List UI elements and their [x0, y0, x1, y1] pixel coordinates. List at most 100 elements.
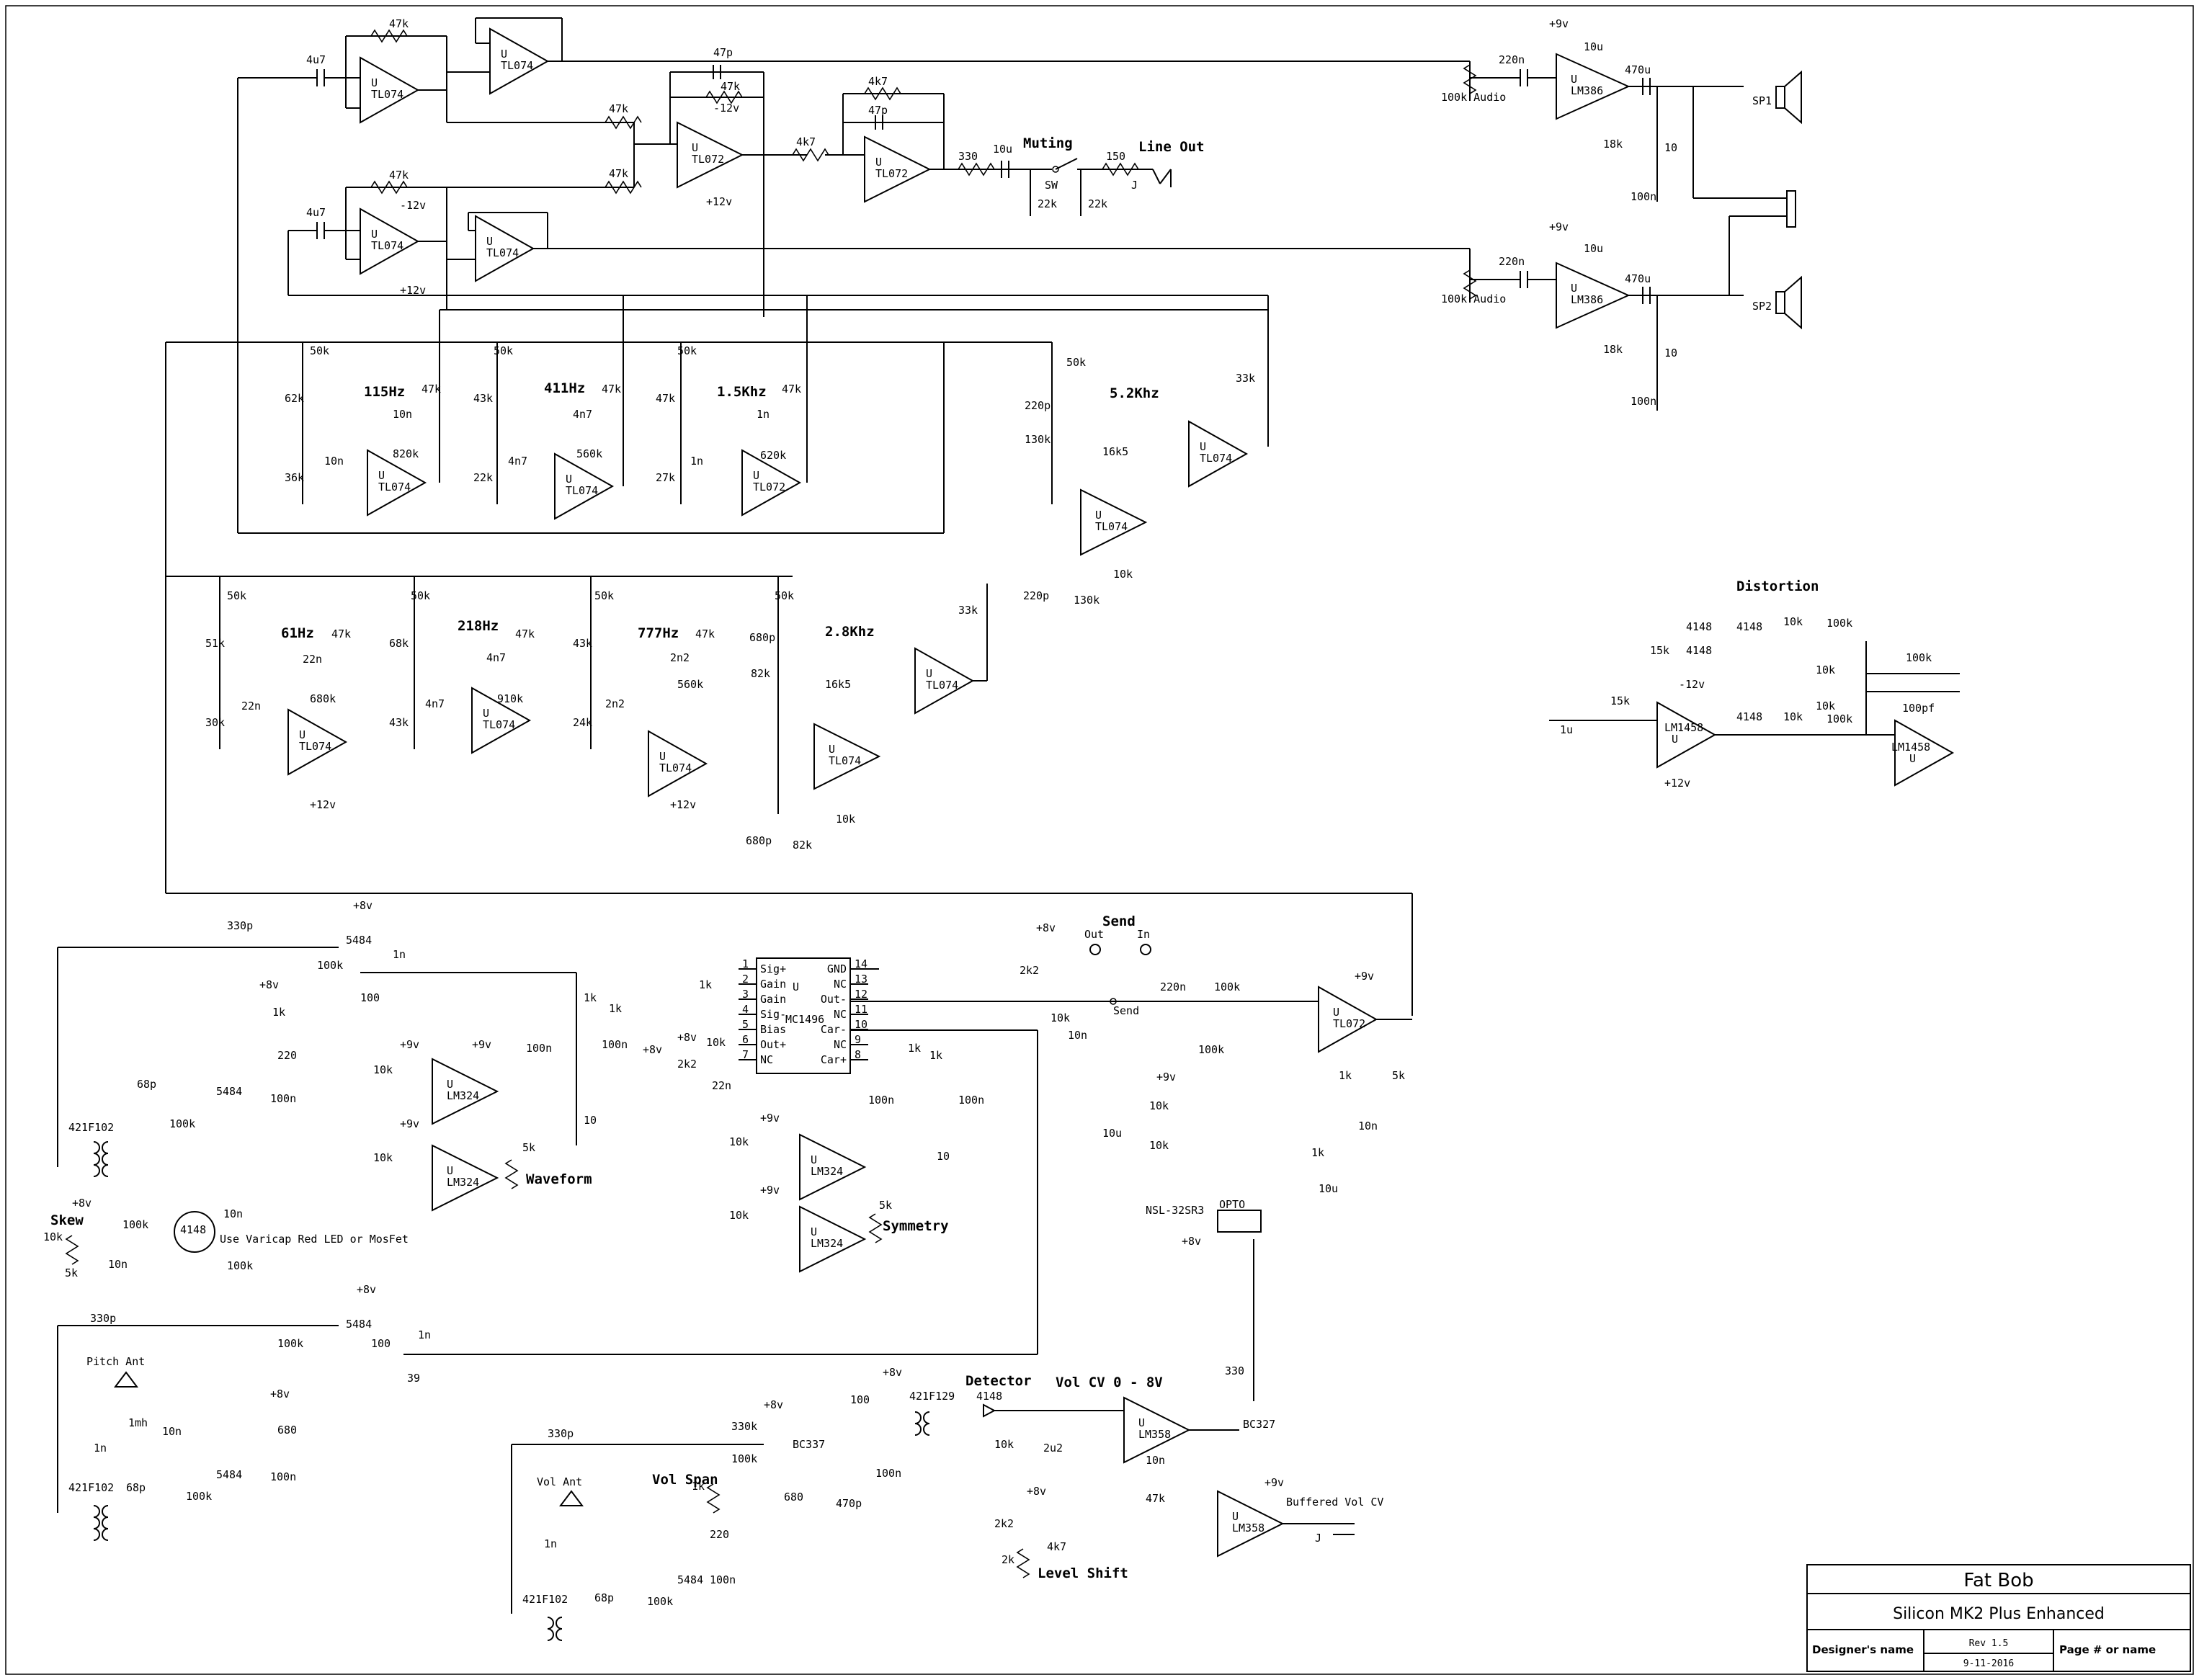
mc1496-pin-number: 8 [855, 1048, 861, 1061]
transformer [547, 1617, 563, 1641]
svg-text:22k: 22k [1038, 197, 1057, 210]
svg-text:+9v: +9v [1549, 17, 1569, 30]
mc1496-pin-label: Gain [760, 978, 786, 991]
svg-text:10: 10 [1664, 141, 1677, 154]
waveform-pot[interactable] [504, 1159, 519, 1189]
resistor [370, 180, 408, 195]
svg-text:10u: 10u [1319, 1182, 1338, 1195]
svg-text:TL074: TL074 [483, 718, 515, 731]
line-out-label: Line Out [1138, 139, 1205, 155]
filter-bank-row2: 61Hz 50k 51k 30k U TL074 22n 22n 680k 47… [166, 576, 988, 852]
svg-text:100k: 100k [122, 1218, 148, 1231]
svg-text:U: U [566, 473, 572, 486]
opamp-tl074 [360, 56, 420, 124]
svg-text:LM386: LM386 [1571, 293, 1603, 306]
svg-text:U: U [829, 743, 835, 756]
vol-span-pot[interactable] [706, 1483, 721, 1514]
svg-text:U: U [447, 1164, 453, 1177]
page-label: Page # or name [2059, 1643, 2156, 1656]
svg-text:22k: 22k [473, 471, 493, 484]
opamp-tl074 [287, 708, 348, 776]
svg-text:68p: 68p [126, 1481, 146, 1494]
svg-text:4148: 4148 [1686, 620, 1712, 633]
svg-text:50k: 50k [494, 344, 513, 357]
svg-text:150: 150 [1106, 150, 1125, 163]
speaker-sp1 [1775, 86, 1785, 109]
mc1496-pin-number: 1 [742, 957, 749, 970]
svg-text:+8v: +8v [1182, 1235, 1201, 1248]
svg-text:50k: 50k [775, 589, 794, 602]
svg-text:560k: 560k [677, 678, 703, 691]
svg-text:U: U [1333, 1006, 1339, 1019]
designer-label: Designer's name [1812, 1643, 1914, 1656]
filter-bank-row1: 115Hz 50k 62k 36k U TL074 10n 10n 820k 4… [165, 295, 1269, 893]
svg-text:U: U [447, 1078, 453, 1091]
svg-text:10n: 10n [324, 455, 344, 468]
svg-text:15k: 15k [1650, 644, 1669, 657]
svg-text:27k: 27k [656, 471, 675, 484]
volume-pot[interactable] [1463, 269, 1477, 300]
mc1496-pin-number: 5 [742, 1018, 749, 1031]
send-in-jack[interactable] [1140, 944, 1151, 955]
symmetry-pot[interactable] [868, 1213, 883, 1243]
svg-text:2n2: 2n2 [605, 697, 625, 710]
svg-text:620k: 620k [760, 449, 786, 462]
opto-coupler [1217, 1210, 1262, 1233]
svg-text:100n: 100n [958, 1094, 984, 1107]
svg-text:47k: 47k [695, 627, 715, 640]
svg-text:U: U [1909, 752, 1916, 765]
opamp-lm386 [1556, 53, 1631, 120]
svg-text:10k: 10k [836, 813, 855, 826]
svg-text:4n7: 4n7 [425, 697, 445, 710]
svg-text:+9v: +9v [760, 1112, 780, 1125]
cap-label: 4u7 [306, 53, 326, 66]
svg-text:100n: 100n [602, 1038, 628, 1051]
svg-text:47k: 47k [331, 627, 351, 640]
svg-text:10n: 10n [393, 408, 412, 421]
opamp-tl074 [554, 452, 615, 520]
level-shift-pot[interactable] [1016, 1548, 1030, 1578]
svg-text:+9v: +9v [1549, 220, 1569, 233]
skew-pot[interactable] [65, 1235, 79, 1265]
send-out-jack[interactable] [1089, 944, 1101, 955]
svg-text:100k: 100k [1214, 980, 1240, 993]
opamp-tl074 [471, 687, 532, 754]
svg-text:2u2: 2u2 [1043, 1442, 1063, 1455]
resistor [605, 115, 642, 130]
svg-text:421F102: 421F102 [522, 1593, 568, 1606]
svg-text:10n: 10n [223, 1207, 243, 1220]
svg-text:5484: 5484 [346, 1318, 372, 1331]
svg-text:100k: 100k [1198, 1043, 1224, 1056]
opamp-tl074 [648, 730, 708, 797]
headphone-jack[interactable] [1786, 190, 1796, 228]
svg-text:5484: 5484 [216, 1468, 242, 1481]
svg-text:MC1496: MC1496 [785, 1013, 824, 1026]
symmetry-label: Symmetry [883, 1218, 949, 1234]
svg-text:10u: 10u [993, 143, 1012, 156]
title-text: Fat Bob [1963, 1570, 2033, 1591]
title-block: Fat Bob Silicon MK2 Plus Enhanced Design… [1806, 1564, 2191, 1672]
svg-text:82k: 82k [793, 839, 812, 852]
svg-text:1k: 1k [1311, 1146, 1324, 1159]
svg-text:+8v: +8v [643, 1043, 662, 1056]
opamp-tl074 [475, 215, 535, 282]
svg-text:U: U [875, 156, 882, 169]
svg-text:1n: 1n [418, 1328, 431, 1341]
svg-text:1k: 1k [584, 991, 597, 1004]
opamp-tl072 [741, 449, 802, 517]
svg-text:100k: 100k [1906, 651, 1932, 664]
svg-text:SP2: SP2 [1752, 300, 1772, 313]
opto-label: OPTO [1219, 1198, 1245, 1211]
svg-text:68p: 68p [594, 1591, 614, 1604]
svg-text:1mh: 1mh [128, 1416, 148, 1429]
volume-pot[interactable] [1463, 64, 1477, 94]
mute-switch[interactable] [1052, 166, 1059, 173]
svg-text:+8v: +8v [883, 1366, 902, 1379]
svg-text:5484: 5484 [216, 1085, 242, 1098]
mc1496-pin-number: 6 [742, 1033, 749, 1046]
svg-text:82k: 82k [751, 667, 770, 680]
svg-text:68p: 68p [137, 1078, 156, 1091]
svg-text:777Hz: 777Hz [638, 625, 679, 641]
svg-text:U: U [926, 667, 932, 680]
svg-text:24k: 24k [573, 716, 592, 729]
